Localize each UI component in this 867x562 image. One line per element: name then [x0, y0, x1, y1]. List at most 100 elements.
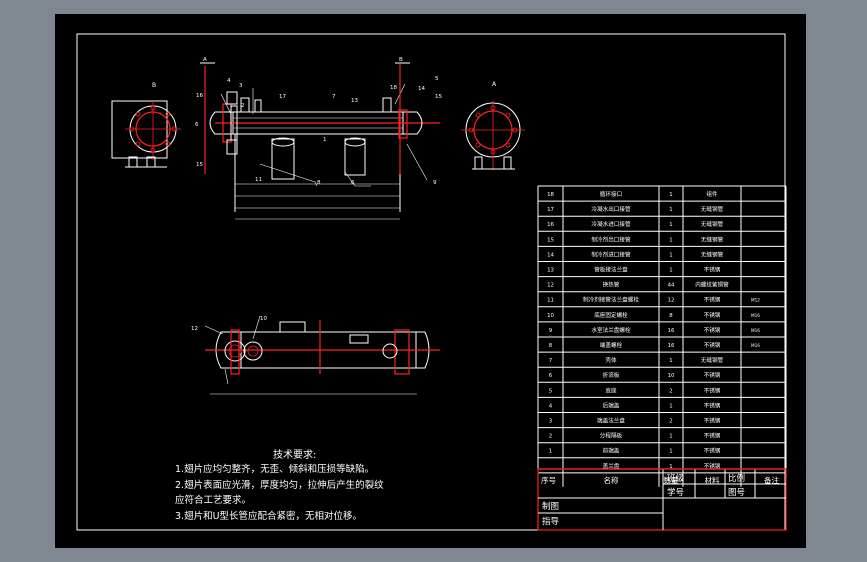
part-row-no: 5: [549, 388, 552, 394]
svg-text:3: 3: [239, 83, 243, 89]
review-label: 指导: [542, 516, 560, 527]
part-row-no: 10: [547, 313, 554, 319]
part-row-name: 底座固定螺栓: [594, 311, 628, 319]
part-row-name: 制冷剂接管法兰盘螺栓: [583, 296, 639, 304]
part-row-qty: 10: [668, 373, 675, 379]
tech-req-line-2: 2.翅片表面应光滑，厚度均匀，拉伸后产生的裂纹: [175, 479, 384, 491]
part-row-material: 不锈钢: [704, 417, 721, 425]
part-row-qty: 16: [668, 328, 675, 334]
part-row-no: 15: [547, 237, 554, 243]
part-row-note: M16: [751, 328, 760, 333]
plan-callout-10: 10: [260, 316, 267, 322]
left-end-view: B: [111, 82, 181, 168]
part-row-no: 16: [547, 222, 554, 228]
part-row-material: 不锈钢: [704, 447, 721, 455]
right-end-view: A: [461, 81, 525, 170]
part-row-name: 底座: [605, 386, 617, 394]
plan-view: 12 10: [191, 315, 440, 395]
part-row-material: 内螺纹紫铜管: [695, 281, 729, 289]
part-row-material: 不锈钢: [704, 401, 721, 409]
part-row-name: 分程隔板: [600, 432, 623, 440]
elevation-callouts: A B 4 16 3 2 17 7 13 18 14 5 15 6 15 11 …: [195, 57, 442, 186]
part-row-no: 7: [549, 358, 552, 364]
part-row-material: 组件: [706, 190, 718, 198]
part-row-no: 9: [549, 328, 553, 334]
part-row-name: 制冷剂进口接管: [591, 250, 631, 258]
part-row-qty: 12: [668, 298, 675, 304]
part-row-qty: 2: [669, 419, 672, 425]
svg-text:7: 7: [332, 94, 336, 100]
part-row-no: 13: [547, 268, 554, 274]
part-row-name: 循环接口: [600, 190, 622, 198]
part-row-name: 折流板: [603, 371, 620, 379]
part-row-name: 冷凝水出口接管: [591, 205, 631, 213]
part-row-note: M16: [751, 343, 760, 348]
part-row-material: 不锈钢: [704, 462, 721, 470]
part-row-no: 2: [549, 434, 552, 440]
scale-label: 比例: [728, 473, 745, 484]
svg-text:18: 18: [390, 85, 397, 91]
part-row-name: 水室法兰盘螺栓: [591, 326, 631, 334]
part-row-material: 无缝钢管: [701, 356, 724, 364]
draw-label: 制图: [542, 501, 559, 512]
part-row-note: M16: [751, 313, 760, 318]
svg-text:1: 1: [323, 137, 327, 143]
part-row-no: 17: [547, 207, 554, 213]
part-row-qty: 1: [669, 207, 672, 213]
svg-text:6: 6: [351, 180, 355, 186]
part-row-name: 管板接法兰盘: [594, 266, 628, 274]
part-row-no: 12: [547, 283, 554, 289]
part-row-material: 无缝钢管: [701, 235, 724, 243]
svg-text:2: 2: [241, 103, 245, 109]
header-qty: 数量: [664, 475, 679, 485]
svg-text:16: 16: [196, 93, 203, 99]
part-row-no: 3: [549, 419, 552, 425]
part-row-material: 无缝钢管: [701, 220, 724, 228]
part-row-material: 不锈钢: [704, 371, 721, 379]
part-row-no: 6: [549, 373, 553, 379]
drawing-frame: [76, 33, 786, 531]
elevation-view: B: [111, 57, 525, 220]
svg-text:5: 5: [435, 76, 439, 82]
svg-text:15: 15: [196, 162, 203, 168]
part-row-name: 壳体: [605, 356, 617, 364]
view-label-b: B: [152, 82, 156, 89]
part-row-name: 端盖螺栓: [600, 341, 623, 349]
svg-text:15: 15: [435, 94, 442, 100]
part-row-material: 不锈钢: [704, 266, 721, 274]
drawing-canvas: B: [76, 33, 787, 531]
svg-text:8: 8: [317, 180, 321, 186]
part-row-material: 不锈钢: [704, 386, 721, 394]
svg-text:4: 4: [227, 78, 231, 84]
part-row-qty: 2: [669, 388, 672, 394]
student-id-label: 学号: [667, 487, 684, 498]
part-row-qty: 1: [669, 403, 672, 409]
part-row-no: 14: [547, 252, 554, 258]
part-row-qty: 1: [669, 449, 672, 455]
part-row-name: 盖兰盘: [603, 462, 620, 470]
part-row-qty: 1: [669, 192, 672, 198]
part-row-material: 无缝钢管: [701, 205, 724, 213]
part-row-qty: 1: [669, 358, 672, 364]
part-row-qty: 44: [668, 283, 675, 289]
part-row-material: 不锈钢: [704, 296, 721, 304]
part-row-name: 换热管: [603, 281, 620, 289]
part-row-material: 无缝钢管: [701, 250, 724, 258]
part-row-qty: 1: [669, 237, 672, 243]
plan-callout-12: 12: [191, 326, 198, 332]
part-row-note: M12: [751, 298, 760, 303]
part-row-no: 8: [549, 343, 553, 349]
tech-req-line-3: 应符合工艺要求。: [175, 494, 251, 506]
part-row-name: 端盖法兰盘: [597, 417, 625, 425]
part-row-no: 18: [547, 192, 554, 198]
header-material: 材料: [705, 475, 720, 485]
part-row-qty: 1: [669, 222, 672, 228]
part-row-name: 冷凝水进口接管: [591, 220, 631, 228]
svg-text:17: 17: [279, 94, 286, 100]
part-row-name: 制冷剂出口接管: [591, 235, 631, 243]
title-block: 班级 学号 比例 图号 制图 指导: [537, 468, 787, 531]
part-row-no: 4: [549, 403, 553, 409]
part-row-material: 不锈钢: [704, 432, 721, 440]
svg-text:A: A: [203, 57, 207, 63]
